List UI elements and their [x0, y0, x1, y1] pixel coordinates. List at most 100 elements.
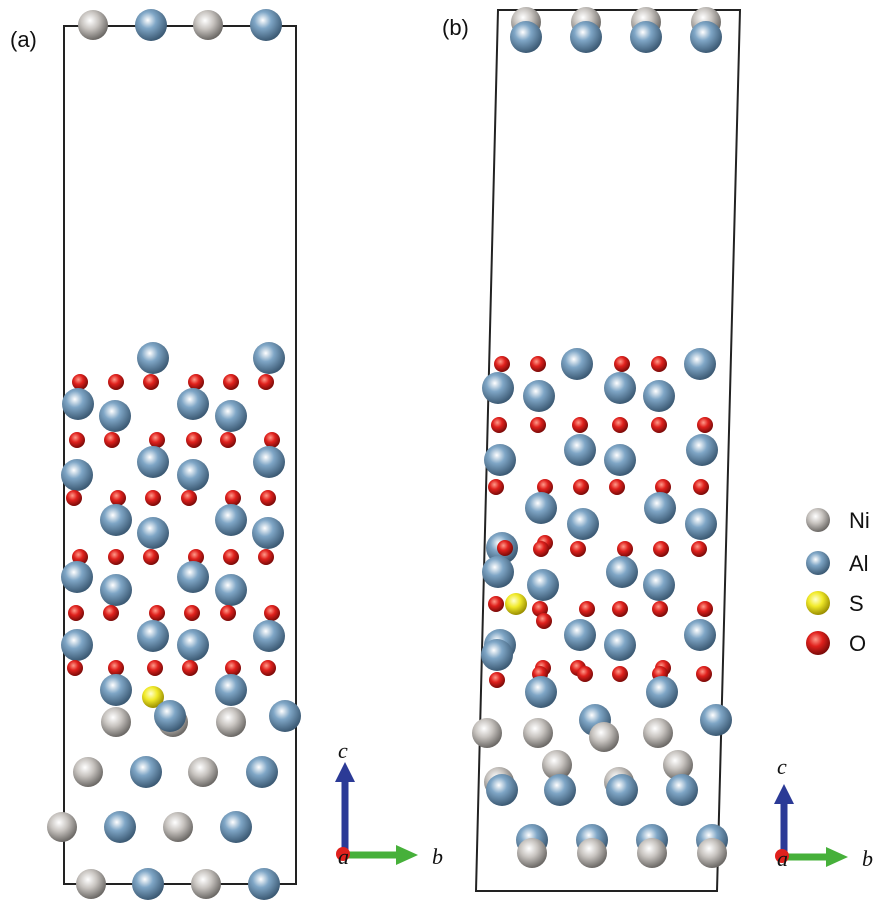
o-atom [696, 666, 712, 682]
o-atom [497, 540, 513, 556]
o-atom [614, 356, 630, 372]
al-atom [215, 674, 247, 706]
ni-atom [216, 707, 246, 737]
o-atom [108, 549, 124, 565]
o-atom [147, 660, 163, 676]
al-atom [510, 21, 542, 53]
al-atom [215, 574, 247, 606]
al-atom [252, 517, 284, 549]
o-atom [258, 549, 274, 565]
al-atom [604, 372, 636, 404]
al-atom [564, 434, 596, 466]
legend-item-al: Al [806, 551, 869, 576]
o-atom [652, 601, 668, 617]
o-atom [143, 549, 159, 565]
s-atom [142, 686, 164, 708]
o-atom [145, 490, 161, 506]
al-atom [135, 9, 167, 41]
o-atom [260, 660, 276, 676]
o-atom [188, 374, 204, 390]
al-atom [215, 400, 247, 432]
al-atom [564, 619, 596, 651]
al-atom [482, 556, 514, 588]
panel-a-label: (a) [10, 27, 37, 52]
o-atom [572, 417, 588, 433]
o-atom [264, 432, 280, 448]
panel-a-a-label: a [338, 844, 349, 869]
o-atom [264, 605, 280, 621]
o-atom [530, 417, 546, 433]
panel-a-cell [63, 25, 297, 885]
ni-atom [193, 10, 223, 40]
ni-atom [577, 838, 607, 868]
al-atom [253, 620, 285, 652]
al-atom [486, 774, 518, 806]
panel-a-c-arrowhead [335, 762, 355, 782]
al-atom [604, 444, 636, 476]
panel-a-atoms [47, 9, 301, 900]
o-atom [72, 374, 88, 390]
panel-b-c-arrowhead [774, 784, 794, 804]
legend: Ni Al S O [806, 508, 870, 656]
al-atom [253, 342, 285, 374]
o-atom [181, 490, 197, 506]
ni-atom [472, 718, 502, 748]
ni-atom [47, 812, 77, 842]
al-atom [527, 569, 559, 601]
legend-al-swatch [806, 551, 830, 575]
ni-atom [663, 750, 693, 780]
o-atom [573, 479, 589, 495]
panel-a-axes: c a b [335, 738, 443, 869]
o-atom [182, 660, 198, 676]
o-atom [651, 417, 667, 433]
o-atom [691, 541, 707, 557]
o-atom [488, 596, 504, 612]
ni-atom [163, 812, 193, 842]
al-atom [104, 811, 136, 843]
panel-a-b-label: b [432, 844, 443, 869]
al-atom [250, 9, 282, 41]
al-atom [177, 388, 209, 420]
al-atom [525, 676, 557, 708]
o-atom [67, 660, 83, 676]
panel-b: (b) c a b [442, 7, 873, 892]
al-atom [484, 444, 516, 476]
o-atom [188, 549, 204, 565]
al-atom [690, 21, 722, 53]
al-atom [215, 504, 247, 536]
o-atom [184, 605, 200, 621]
ni-atom [191, 869, 221, 899]
o-atom [655, 479, 671, 495]
panel-b-b-arrowhead [826, 847, 848, 867]
al-atom [567, 508, 599, 540]
ni-atom [76, 869, 106, 899]
al-atom [482, 372, 514, 404]
al-atom [684, 619, 716, 651]
panel-a-b-arrowhead [396, 845, 418, 865]
o-atom [489, 672, 505, 688]
al-atom [644, 492, 676, 524]
al-atom [561, 348, 593, 380]
o-atom [537, 479, 553, 495]
al-atom [177, 629, 209, 661]
o-atom [149, 432, 165, 448]
legend-s-swatch [806, 591, 830, 615]
o-atom [530, 356, 546, 372]
al-atom [646, 676, 678, 708]
ni-atom [73, 757, 103, 787]
ni-atom [523, 718, 553, 748]
panel-b-cell [474, 9, 742, 892]
o-atom [617, 541, 633, 557]
al-atom [100, 674, 132, 706]
al-atom [700, 704, 732, 736]
al-atom [137, 620, 169, 652]
legend-al-label: Al [849, 551, 869, 576]
panel-a-origin [336, 847, 350, 861]
panel-b-b-label: b [862, 846, 873, 871]
o-atom [104, 432, 120, 448]
o-atom [488, 479, 504, 495]
panel-a-c-label: c [338, 738, 348, 763]
o-atom [225, 660, 241, 676]
ni-atom [643, 718, 673, 748]
